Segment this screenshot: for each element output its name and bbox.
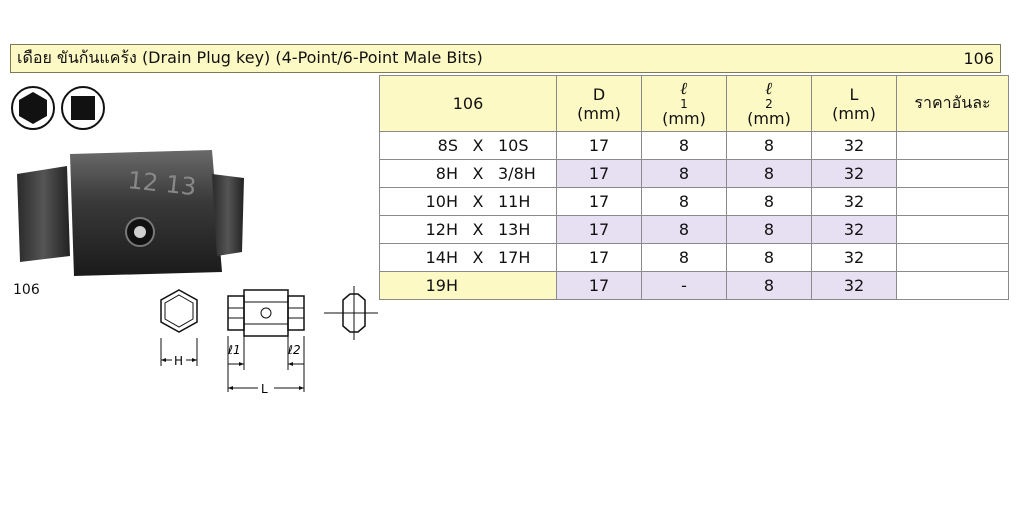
- size-b: [498, 276, 548, 295]
- size-a: 10H: [425, 192, 458, 211]
- header-l2-symbol: ℓ: [727, 79, 811, 99]
- header-l1-sub: 1: [680, 97, 688, 111]
- header-l2-unit: (mm): [747, 109, 791, 128]
- header-length: L (mm): [811, 75, 897, 132]
- header-price: ราคาอันละ: [896, 75, 1009, 132]
- model-caption: 106: [13, 282, 40, 298]
- size-cell: 8H X 3/8H: [379, 159, 557, 188]
- header-l2: ℓ 2 (mm): [726, 75, 812, 132]
- title-bar: เดือย ขันก้นแคร้ง (Drain Plug key) (4-Po…: [10, 44, 1001, 73]
- table-row: 10H X 11H 17 8 8 32: [379, 187, 1009, 216]
- table-row: 8S X 10S 17 8 8 32: [379, 131, 1009, 160]
- header-l1-unit: (mm): [662, 109, 706, 128]
- cell-l2: 8: [726, 243, 812, 272]
- header-d: D (mm): [556, 75, 642, 132]
- cell-length: 32: [811, 187, 897, 216]
- cell-l2: 8: [726, 131, 812, 160]
- cell-length: 32: [811, 159, 897, 188]
- label-l2: ℓ2: [287, 343, 301, 357]
- size-a: 19H: [425, 276, 458, 295]
- page-number: 106: [963, 49, 994, 68]
- header-l1-symbol: ℓ: [642, 79, 726, 99]
- cell-l2: 8: [726, 271, 812, 300]
- cell-d: 17: [556, 243, 642, 272]
- size-cell: 14H X 17H: [379, 243, 557, 272]
- cell-length: 32: [811, 215, 897, 244]
- size-b: 10S: [498, 136, 529, 155]
- header-length-unit: (mm): [832, 103, 876, 123]
- size-b: 17H: [498, 248, 531, 267]
- size-a: 14H: [425, 248, 458, 267]
- size-cell: 10H X 11H: [379, 187, 557, 216]
- cell-l2: 8: [726, 187, 812, 216]
- cell-d: 17: [556, 159, 642, 188]
- cell-l1: 8: [641, 159, 727, 188]
- table-row: 12H X 13H 17 8 8 32: [379, 215, 1009, 244]
- cell-length: 32: [811, 243, 897, 272]
- size-b: 11H: [498, 192, 531, 211]
- header-l1: ℓ 1 (mm): [641, 75, 727, 132]
- cell-price: [896, 159, 1009, 188]
- point-type-icons: [11, 86, 105, 130]
- size-x: X: [472, 164, 484, 183]
- cell-price: [896, 243, 1009, 272]
- size-a: 8H: [435, 164, 458, 183]
- cell-length: 32: [811, 131, 897, 160]
- cell-d: 17: [556, 187, 642, 216]
- square-icon: [61, 86, 105, 130]
- size-x: X: [472, 192, 484, 211]
- size-b: 3/8H: [498, 164, 536, 183]
- header-length-label: L: [849, 84, 859, 104]
- header-d-label: D: [592, 84, 606, 104]
- size-x: X: [472, 220, 484, 239]
- label-l1: ℓ1: [227, 343, 241, 357]
- size-b: 13H: [498, 220, 531, 239]
- cell-l1: -: [641, 271, 727, 300]
- cell-l1: 8: [641, 187, 727, 216]
- cell-length: 32: [811, 271, 897, 300]
- label-hex-width: H: [174, 354, 183, 368]
- header-l2-sub: 2: [765, 97, 773, 111]
- size-x: [458, 276, 498, 295]
- page-title: เดือย ขันก้นแคร้ง (Drain Plug key) (4-Po…: [17, 48, 483, 67]
- cell-l1: 8: [641, 243, 727, 272]
- size-x: X: [472, 248, 484, 267]
- size-cell: 8S X 10S: [379, 131, 557, 160]
- cell-price: [896, 131, 1009, 160]
- table-row: 14H X 17H 17 8 8 32: [379, 243, 1009, 272]
- size-a: 8S: [437, 136, 458, 155]
- size-x: X: [472, 136, 484, 155]
- cell-d: 17: [556, 271, 642, 300]
- cell-l1: 8: [641, 215, 727, 244]
- table-row: 8H X 3/8H 17 8 8 32: [379, 159, 1009, 188]
- header-model: 106: [379, 75, 557, 132]
- cell-d: 17: [556, 215, 642, 244]
- header-l2-label: ℓ: [765, 79, 773, 99]
- size-cell: 12H X 13H: [379, 215, 557, 244]
- spec-table: 106 D (mm) ℓ 1 (mm) ℓ 2 (mm) L (mm) ราคา…: [379, 75, 1009, 300]
- cell-price: [896, 187, 1009, 216]
- table-row: 19H 17 - 8 32: [379, 271, 1009, 300]
- technical-drawing: H ℓ1 ℓ2 L: [150, 282, 380, 397]
- cell-d: 17: [556, 131, 642, 160]
- cell-l2: 8: [726, 159, 812, 188]
- label-length: L: [261, 382, 268, 396]
- table-header-row: 106 D (mm) ℓ 1 (mm) ℓ 2 (mm) L (mm) ราคา…: [379, 75, 1009, 132]
- product-photo: 12 13: [12, 144, 252, 280]
- cell-l2: 8: [726, 215, 812, 244]
- cell-price: [896, 271, 1009, 300]
- hexagon-icon: [11, 86, 55, 130]
- cell-l1: 8: [641, 131, 727, 160]
- header-l1-label: ℓ: [680, 79, 688, 99]
- size-a: 12H: [425, 220, 458, 239]
- header-d-unit: (mm): [577, 103, 621, 123]
- size-cell: 19H: [379, 271, 557, 300]
- cell-price: [896, 215, 1009, 244]
